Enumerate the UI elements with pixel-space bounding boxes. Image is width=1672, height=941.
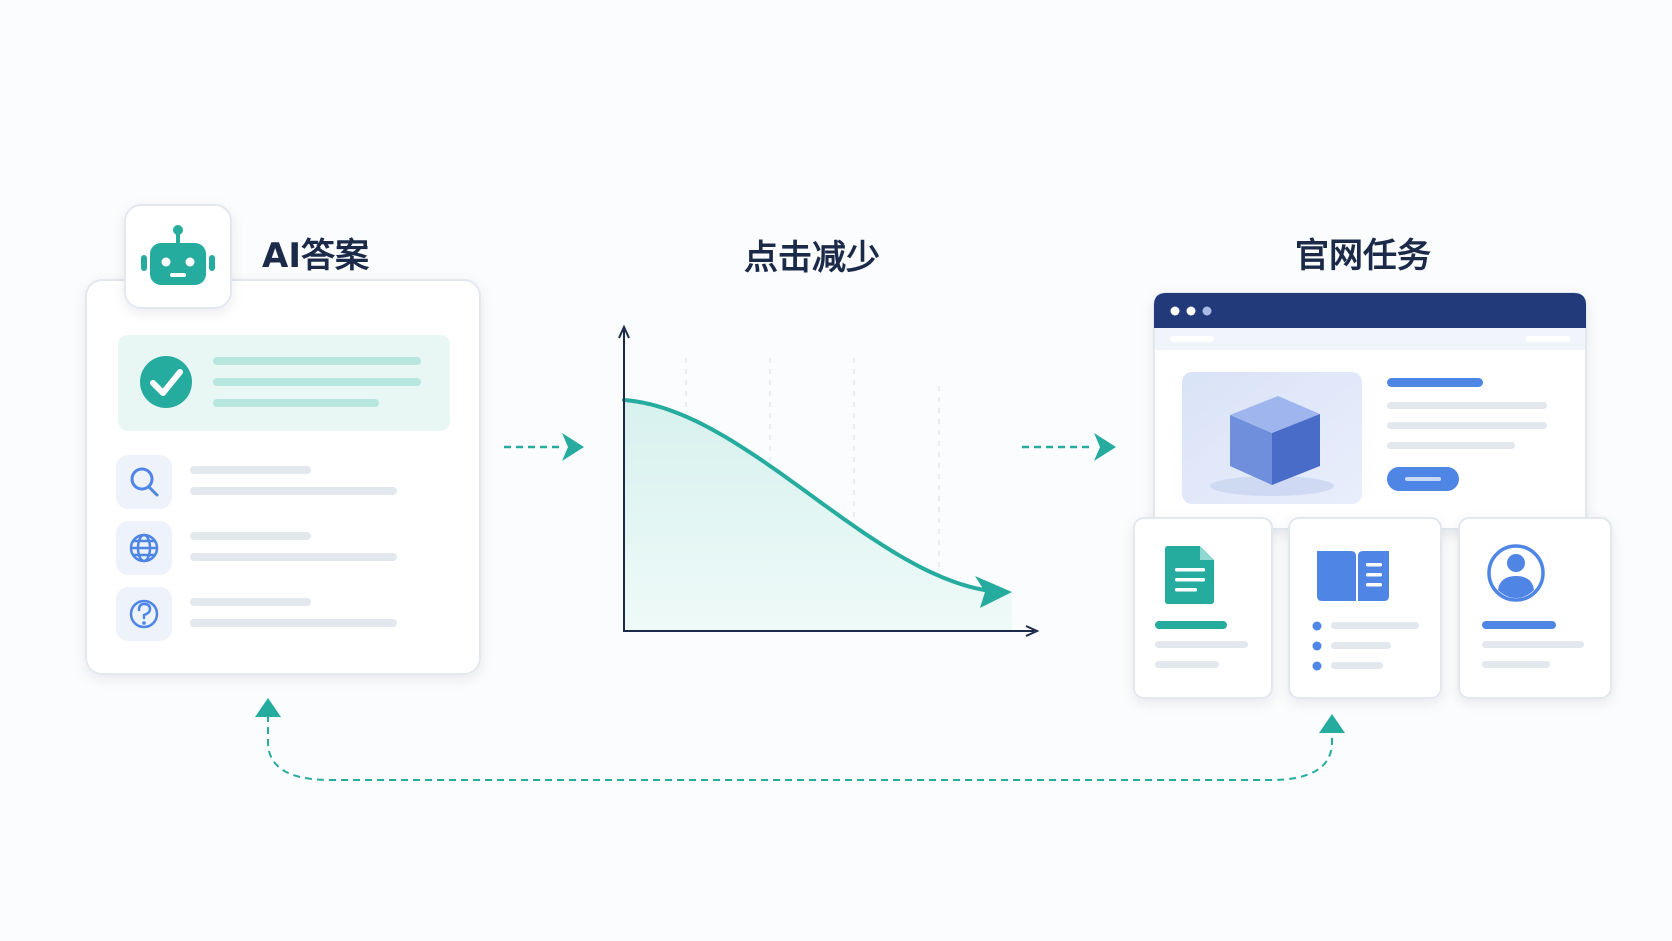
answer-line — [213, 399, 379, 407]
help-icon — [129, 599, 159, 629]
chart-x-axis — [623, 625, 1040, 637]
loop-arrowhead-left — [255, 698, 281, 717]
arrow-ai-to-chart — [504, 433, 584, 461]
clicks-decrease-title: 点击减少 — [744, 238, 880, 278]
browser-toolbar — [1155, 328, 1585, 350]
document-icon — [1165, 546, 1214, 604]
ai-answer-panel — [85, 204, 481, 675]
window-dot — [1186, 306, 1196, 316]
feedback-loop-arrow — [255, 698, 1345, 781]
card-profile[interactable] — [1458, 517, 1612, 699]
chart-area-fill — [624, 400, 1012, 630]
product-text-line — [1387, 442, 1515, 449]
arrow-chart-to-site — [1022, 433, 1116, 461]
chart-y-axis — [618, 324, 630, 632]
ai-answer-title: AI答案 — [262, 236, 369, 276]
book-icon — [1317, 551, 1389, 601]
chart-line-arrowhead — [975, 576, 1012, 608]
check-circle-icon — [140, 356, 192, 408]
clicks-chart — [618, 324, 1040, 637]
user-profile-icon — [1487, 544, 1545, 602]
cube-icon — [1230, 396, 1320, 485]
loop-arrowhead-right — [1319, 714, 1345, 733]
website-window — [1153, 292, 1587, 530]
product-text-line — [1387, 422, 1547, 429]
search-icon — [130, 467, 159, 497]
chart-decline-line — [622, 398, 1002, 594]
source-row — [116, 521, 397, 575]
window-dot — [1202, 306, 1212, 316]
window-dot — [1170, 306, 1180, 316]
website-tasks-title: 官网任务 — [1295, 236, 1431, 276]
source-row — [116, 587, 397, 641]
card-book[interactable] — [1288, 517, 1442, 699]
ai-answer-block — [118, 335, 450, 431]
globe-icon — [129, 533, 159, 563]
browser-titlebar — [1154, 293, 1586, 328]
product-heading-line — [1387, 378, 1483, 387]
robot-badge — [124, 204, 232, 309]
answer-line — [213, 357, 421, 365]
product-cta-button[interactable] — [1387, 467, 1459, 491]
product-text-line — [1387, 402, 1547, 409]
product-image — [1182, 372, 1362, 504]
card-document[interactable] — [1133, 517, 1273, 699]
answer-line — [213, 378, 421, 386]
source-row — [116, 455, 397, 509]
robot-icon — [141, 225, 215, 285]
